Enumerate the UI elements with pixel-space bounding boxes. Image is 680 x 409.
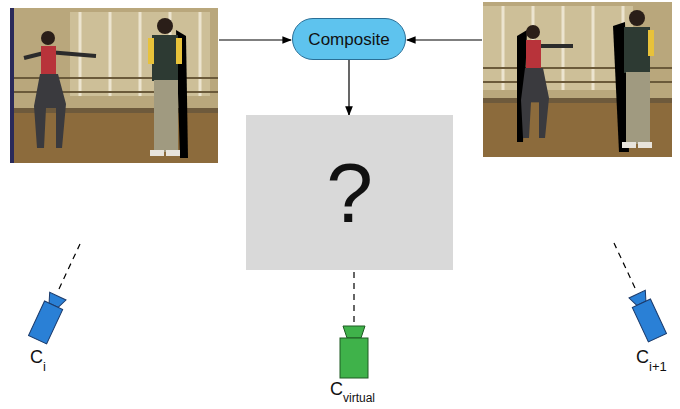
- window-bar: [139, 12, 142, 96]
- view-direction-line: [353, 272, 354, 324]
- photo-window: [483, 6, 633, 90]
- person-head: [41, 31, 55, 45]
- flow-arrow: [348, 60, 349, 115]
- person-pants: [154, 80, 178, 152]
- person-vest: [152, 35, 178, 81]
- window-bar: [109, 12, 112, 96]
- input-arrow: [219, 39, 291, 40]
- photo-edge: [10, 8, 14, 163]
- view-direction-line: [59, 244, 80, 289]
- input-arrow: [407, 39, 482, 40]
- person-vest: [624, 27, 650, 73]
- virtual-camera-symbol: [340, 326, 368, 378]
- unknown-view-box: ?: [246, 115, 453, 270]
- camera-symbol: [628, 290, 666, 342]
- window-bar: [592, 6, 595, 90]
- camera-subscript: i+1: [649, 360, 667, 373]
- camera-body: [28, 301, 62, 344]
- person-shoe: [150, 150, 164, 156]
- camera-body: [632, 299, 666, 342]
- person-torso: [41, 46, 56, 74]
- window-bar: [199, 12, 202, 96]
- view-direction-line: [614, 243, 635, 288]
- photo-wall: [483, 2, 672, 157]
- person-torso: [526, 40, 541, 68]
- node-text: Composite: [308, 31, 389, 48]
- camera-body: [340, 338, 368, 378]
- person-legs: [34, 74, 66, 148]
- composite-process-pill: Composite: [292, 18, 406, 60]
- camera-label: C: [330, 380, 343, 398]
- person-head: [526, 25, 540, 39]
- person-shoe: [166, 150, 180, 156]
- person-head: [629, 10, 645, 26]
- person-head: [157, 18, 173, 34]
- person-sleeve: [148, 38, 154, 64]
- photo-wall: [10, 8, 218, 163]
- person-sleeve: [648, 30, 654, 56]
- camera-label: C: [30, 348, 43, 366]
- camera-lens: [343, 326, 365, 338]
- camera-subscript: virtual: [343, 392, 375, 404]
- person-shoe: [638, 142, 652, 148]
- person-legs: [521, 68, 549, 138]
- camera-label: C: [636, 348, 649, 366]
- person-sleeve: [176, 38, 182, 64]
- right-camera-photo: [483, 2, 672, 157]
- camera-subscript: i: [43, 360, 46, 373]
- person-shoe: [622, 142, 636, 148]
- window-bar: [502, 6, 505, 90]
- person-pants: [626, 72, 650, 144]
- node-text: ?: [326, 151, 373, 235]
- left-camera-photo: [10, 8, 218, 163]
- camera-symbol: [28, 292, 66, 344]
